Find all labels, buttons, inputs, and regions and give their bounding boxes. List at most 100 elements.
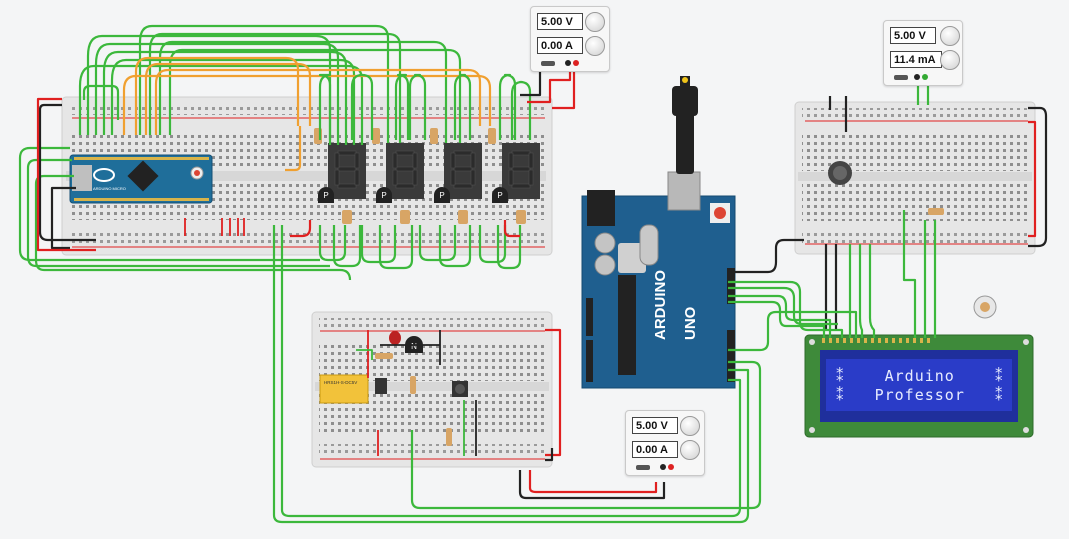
resistor bbox=[928, 208, 944, 215]
wire bbox=[528, 470, 658, 494]
wires[interactable] bbox=[18, 24, 1048, 524]
wire bbox=[18, 146, 320, 262]
terminal-negative[interactable] bbox=[660, 464, 666, 470]
seven-segment-display bbox=[372, 128, 424, 224]
wire bbox=[728, 238, 804, 274]
wire bbox=[902, 210, 917, 338]
wire bbox=[110, 58, 356, 145]
resistor bbox=[372, 128, 380, 144]
arduino-micro[interactable]: ARDUINO MICRO bbox=[69, 154, 213, 204]
wire bbox=[410, 360, 762, 510]
svg-text:P: P bbox=[439, 191, 444, 200]
resistor bbox=[446, 428, 452, 446]
wire bbox=[290, 220, 312, 238]
lcd-module[interactable] bbox=[804, 334, 1034, 438]
wire bbox=[728, 294, 832, 338]
svg-text:P: P bbox=[323, 191, 328, 200]
psu-current-display: 0.00 A bbox=[632, 441, 678, 458]
psu-voltage-display: 5.00 V bbox=[632, 417, 678, 434]
lcd-pin bbox=[885, 338, 888, 343]
arduino-uno[interactable]: ARDUINO UNO bbox=[581, 76, 736, 389]
lcd-pin bbox=[920, 338, 923, 343]
pushbutton[interactable] bbox=[452, 381, 468, 397]
current-knob[interactable] bbox=[940, 50, 960, 70]
wire bbox=[478, 225, 507, 264]
terminal-negative[interactable] bbox=[565, 60, 571, 66]
terminal-positive[interactable] bbox=[573, 60, 579, 66]
wire bbox=[154, 68, 482, 135]
power-supply-bottom-center[interactable]: 5.00 V 0.00 A bbox=[625, 410, 705, 476]
lcd-line-2: ⁑ Professor ⁑ bbox=[836, 386, 1004, 404]
wire bbox=[134, 56, 300, 135]
lcd-pin bbox=[899, 338, 902, 343]
wire bbox=[1028, 120, 1037, 238]
wire bbox=[503, 220, 520, 238]
wire bbox=[394, 73, 410, 140]
lcd-pin bbox=[843, 338, 846, 343]
resistor bbox=[430, 128, 438, 144]
wire bbox=[318, 225, 347, 262]
lcd-pin bbox=[829, 338, 832, 343]
potentiometer[interactable] bbox=[828, 161, 852, 185]
lcd-pin bbox=[822, 338, 825, 343]
lcd-pin bbox=[836, 338, 839, 343]
photoresistor[interactable] bbox=[973, 295, 997, 319]
terminal-positive[interactable] bbox=[668, 464, 674, 470]
transistor-pnp: P bbox=[376, 187, 392, 203]
terminal-negative[interactable] bbox=[914, 74, 920, 80]
power-switch[interactable] bbox=[894, 75, 908, 80]
led-red[interactable] bbox=[389, 331, 401, 345]
current-knob[interactable] bbox=[585, 36, 605, 56]
relay[interactable]: HRS1H-S-DC5V bbox=[319, 374, 387, 404]
wire bbox=[82, 84, 120, 120]
current-knob[interactable] bbox=[680, 440, 700, 460]
breadboard-right[interactable] bbox=[794, 101, 1036, 255]
wire bbox=[527, 66, 572, 104]
voltage-knob[interactable] bbox=[585, 12, 605, 32]
wire bbox=[868, 244, 876, 338]
wire bbox=[280, 225, 742, 518]
wire bbox=[518, 470, 666, 500]
lcd-pin bbox=[850, 338, 853, 343]
voltage-knob[interactable] bbox=[940, 26, 960, 46]
wire bbox=[858, 244, 864, 338]
seven-segment-display bbox=[314, 128, 366, 224]
wire bbox=[916, 85, 930, 105]
wire bbox=[438, 225, 472, 268]
voltage-knob[interactable] bbox=[680, 416, 700, 436]
wire bbox=[552, 66, 576, 110]
power-switch[interactable] bbox=[541, 61, 555, 66]
power-switch[interactable] bbox=[636, 465, 650, 470]
npn-label: N bbox=[411, 342, 417, 351]
wire bbox=[728, 310, 858, 352]
wire bbox=[144, 62, 312, 135]
lcd-pin bbox=[857, 338, 860, 343]
wire bbox=[36, 97, 96, 252]
uno-brand: ARDUINO bbox=[652, 270, 669, 340]
psu-voltage-display: 5.00 V bbox=[537, 13, 583, 30]
wire bbox=[122, 74, 492, 135]
wire bbox=[38, 103, 96, 242]
svg-text:P: P bbox=[381, 191, 386, 200]
terminal-positive[interactable] bbox=[922, 74, 928, 80]
psu-current-display: 0.00 A bbox=[537, 37, 583, 54]
wire bbox=[418, 225, 457, 262]
power-supply-top-center[interactable]: 5.00 V 0.00 A bbox=[530, 6, 610, 72]
resistor bbox=[458, 210, 468, 224]
lcd-pin bbox=[892, 338, 895, 343]
wire bbox=[828, 96, 848, 132]
wire bbox=[272, 225, 750, 524]
power-supply-top-right[interactable]: 5.00 V 11.4 mA bbox=[883, 20, 963, 86]
lcd-line-1: ⁑ Arduino ⁑ bbox=[836, 367, 1004, 385]
lcd-pin bbox=[927, 338, 930, 343]
wire bbox=[168, 48, 462, 143]
resistor bbox=[488, 128, 496, 144]
micro-label: ARDUINO MICRO bbox=[93, 186, 126, 191]
wire bbox=[728, 280, 844, 338]
uno-model: UNO bbox=[682, 306, 699, 340]
wire bbox=[496, 225, 522, 270]
resistor bbox=[342, 210, 352, 224]
wire bbox=[378, 225, 414, 270]
